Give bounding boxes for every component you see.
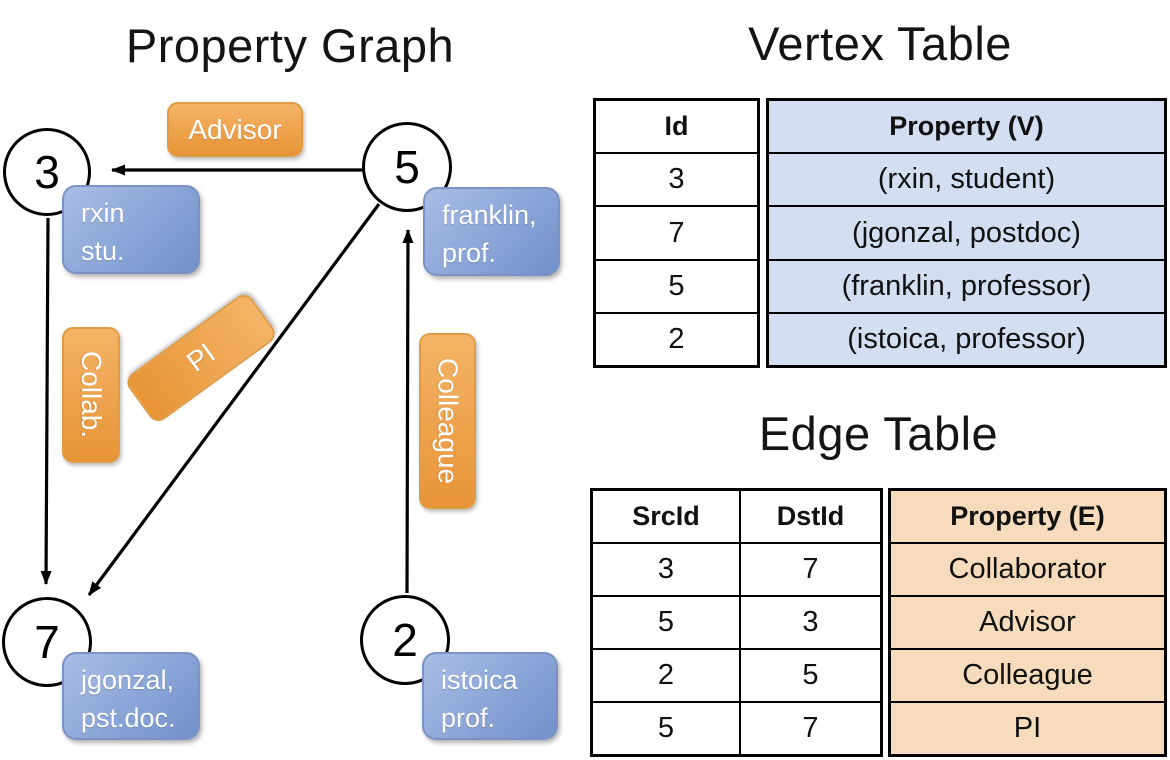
prop-line: franklin, bbox=[442, 200, 537, 230]
edge-srcid-cell: 5 bbox=[657, 712, 675, 744]
edge-srcid-cell: 2 bbox=[657, 659, 675, 691]
prop-line: prof. bbox=[441, 703, 496, 734]
edge-table-title: Edge Table bbox=[758, 407, 999, 460]
edge-id-row: 5 3 bbox=[593, 595, 880, 648]
vertex-property-cell: (rxin, student) bbox=[769, 152, 1164, 206]
property-graph-title: Property Graph bbox=[125, 19, 455, 72]
prop-line: prof. bbox=[442, 238, 497, 269]
edge-dstid-cell: 7 bbox=[738, 703, 880, 754]
edge-col-header-property: Property (E) bbox=[891, 491, 1164, 542]
prop-line: jgonzal, bbox=[81, 665, 175, 695]
graph-edges bbox=[40, 164, 414, 596]
prop-line: pst.doc. bbox=[81, 703, 176, 734]
edge-label-collab: Collab. bbox=[62, 327, 120, 463]
edge-label-colleague: Colleague bbox=[419, 333, 476, 509]
edge-srcid-cell: 5 bbox=[657, 606, 675, 638]
vertex-prop-jgonzal: jgonzal, pst.doc. bbox=[62, 652, 200, 740]
edge-srcid-cell: 3 bbox=[657, 553, 675, 585]
vertex-id-cell: 2 bbox=[596, 311, 757, 365]
vertex-property-cell: (franklin, professor) bbox=[769, 258, 1164, 312]
prop-line: stu. bbox=[81, 236, 125, 267]
vertex-table-id-column: Id 3 7 5 2 bbox=[593, 98, 760, 368]
vertex-prop-franklin: franklin, prof. bbox=[423, 187, 560, 276]
vertex-node-2: 2 bbox=[360, 595, 450, 685]
edge-table-property-column: Property (E) Collaborator Advisor Collea… bbox=[888, 488, 1167, 757]
edge-property-cell: Collaborator bbox=[891, 542, 1164, 595]
edge-id-row: 3 7 bbox=[593, 542, 880, 595]
edge-table-header-row: SrcId DstId bbox=[593, 491, 880, 542]
vertex-col-header-id: Id bbox=[664, 111, 689, 142]
vertex-col-header-property: Property (V) bbox=[769, 101, 1164, 153]
edge-col-header-dstid: DstId bbox=[738, 491, 880, 542]
vertex-property-cell: (jgonzal, postdoc) bbox=[769, 205, 1164, 259]
vertex-id-cell: 3 bbox=[596, 152, 757, 205]
vertex-table-title: Vertex Table bbox=[748, 17, 1012, 70]
vertex-prop-istoica: istoica prof. bbox=[422, 652, 558, 740]
edge-property-cell: Colleague bbox=[891, 648, 1164, 701]
vertex-prop-rxin: rxin stu. bbox=[62, 185, 200, 274]
vertex-table-property-column: Property (V) (rxin, student) (jgonzal, p… bbox=[766, 98, 1167, 368]
edge-table-id-columns: SrcId DstId 3 7 5 3 2 5 5 7 bbox=[590, 488, 883, 757]
edge-collab-3-to-7 bbox=[40, 217, 52, 585]
edge-id-row: 2 5 bbox=[593, 648, 880, 701]
vertex-id-cell: 5 bbox=[596, 258, 757, 312]
edge-colleague-2-to-5 bbox=[402, 229, 414, 594]
vertex-node-5: 5 bbox=[362, 122, 452, 212]
edge-pi-5-to-7 bbox=[87, 203, 381, 596]
edge-property-cell: PI bbox=[891, 701, 1164, 754]
edge-dstid-cell: 7 bbox=[738, 544, 880, 595]
prop-line: istoica bbox=[441, 665, 518, 695]
edge-dstid-cell: 5 bbox=[738, 650, 880, 701]
edge-id-row: 5 7 bbox=[593, 701, 880, 754]
edge-col-header-srcid: SrcId bbox=[632, 501, 700, 531]
vertex-id-cell: 7 bbox=[596, 205, 757, 258]
edge-label-advisor: Advisor bbox=[167, 102, 303, 157]
prop-line: rxin bbox=[81, 198, 125, 228]
edge-property-cell: Advisor bbox=[891, 595, 1164, 648]
edge-dstid-cell: 3 bbox=[738, 597, 880, 648]
vertex-property-cell: (istoica, professor) bbox=[769, 311, 1164, 366]
